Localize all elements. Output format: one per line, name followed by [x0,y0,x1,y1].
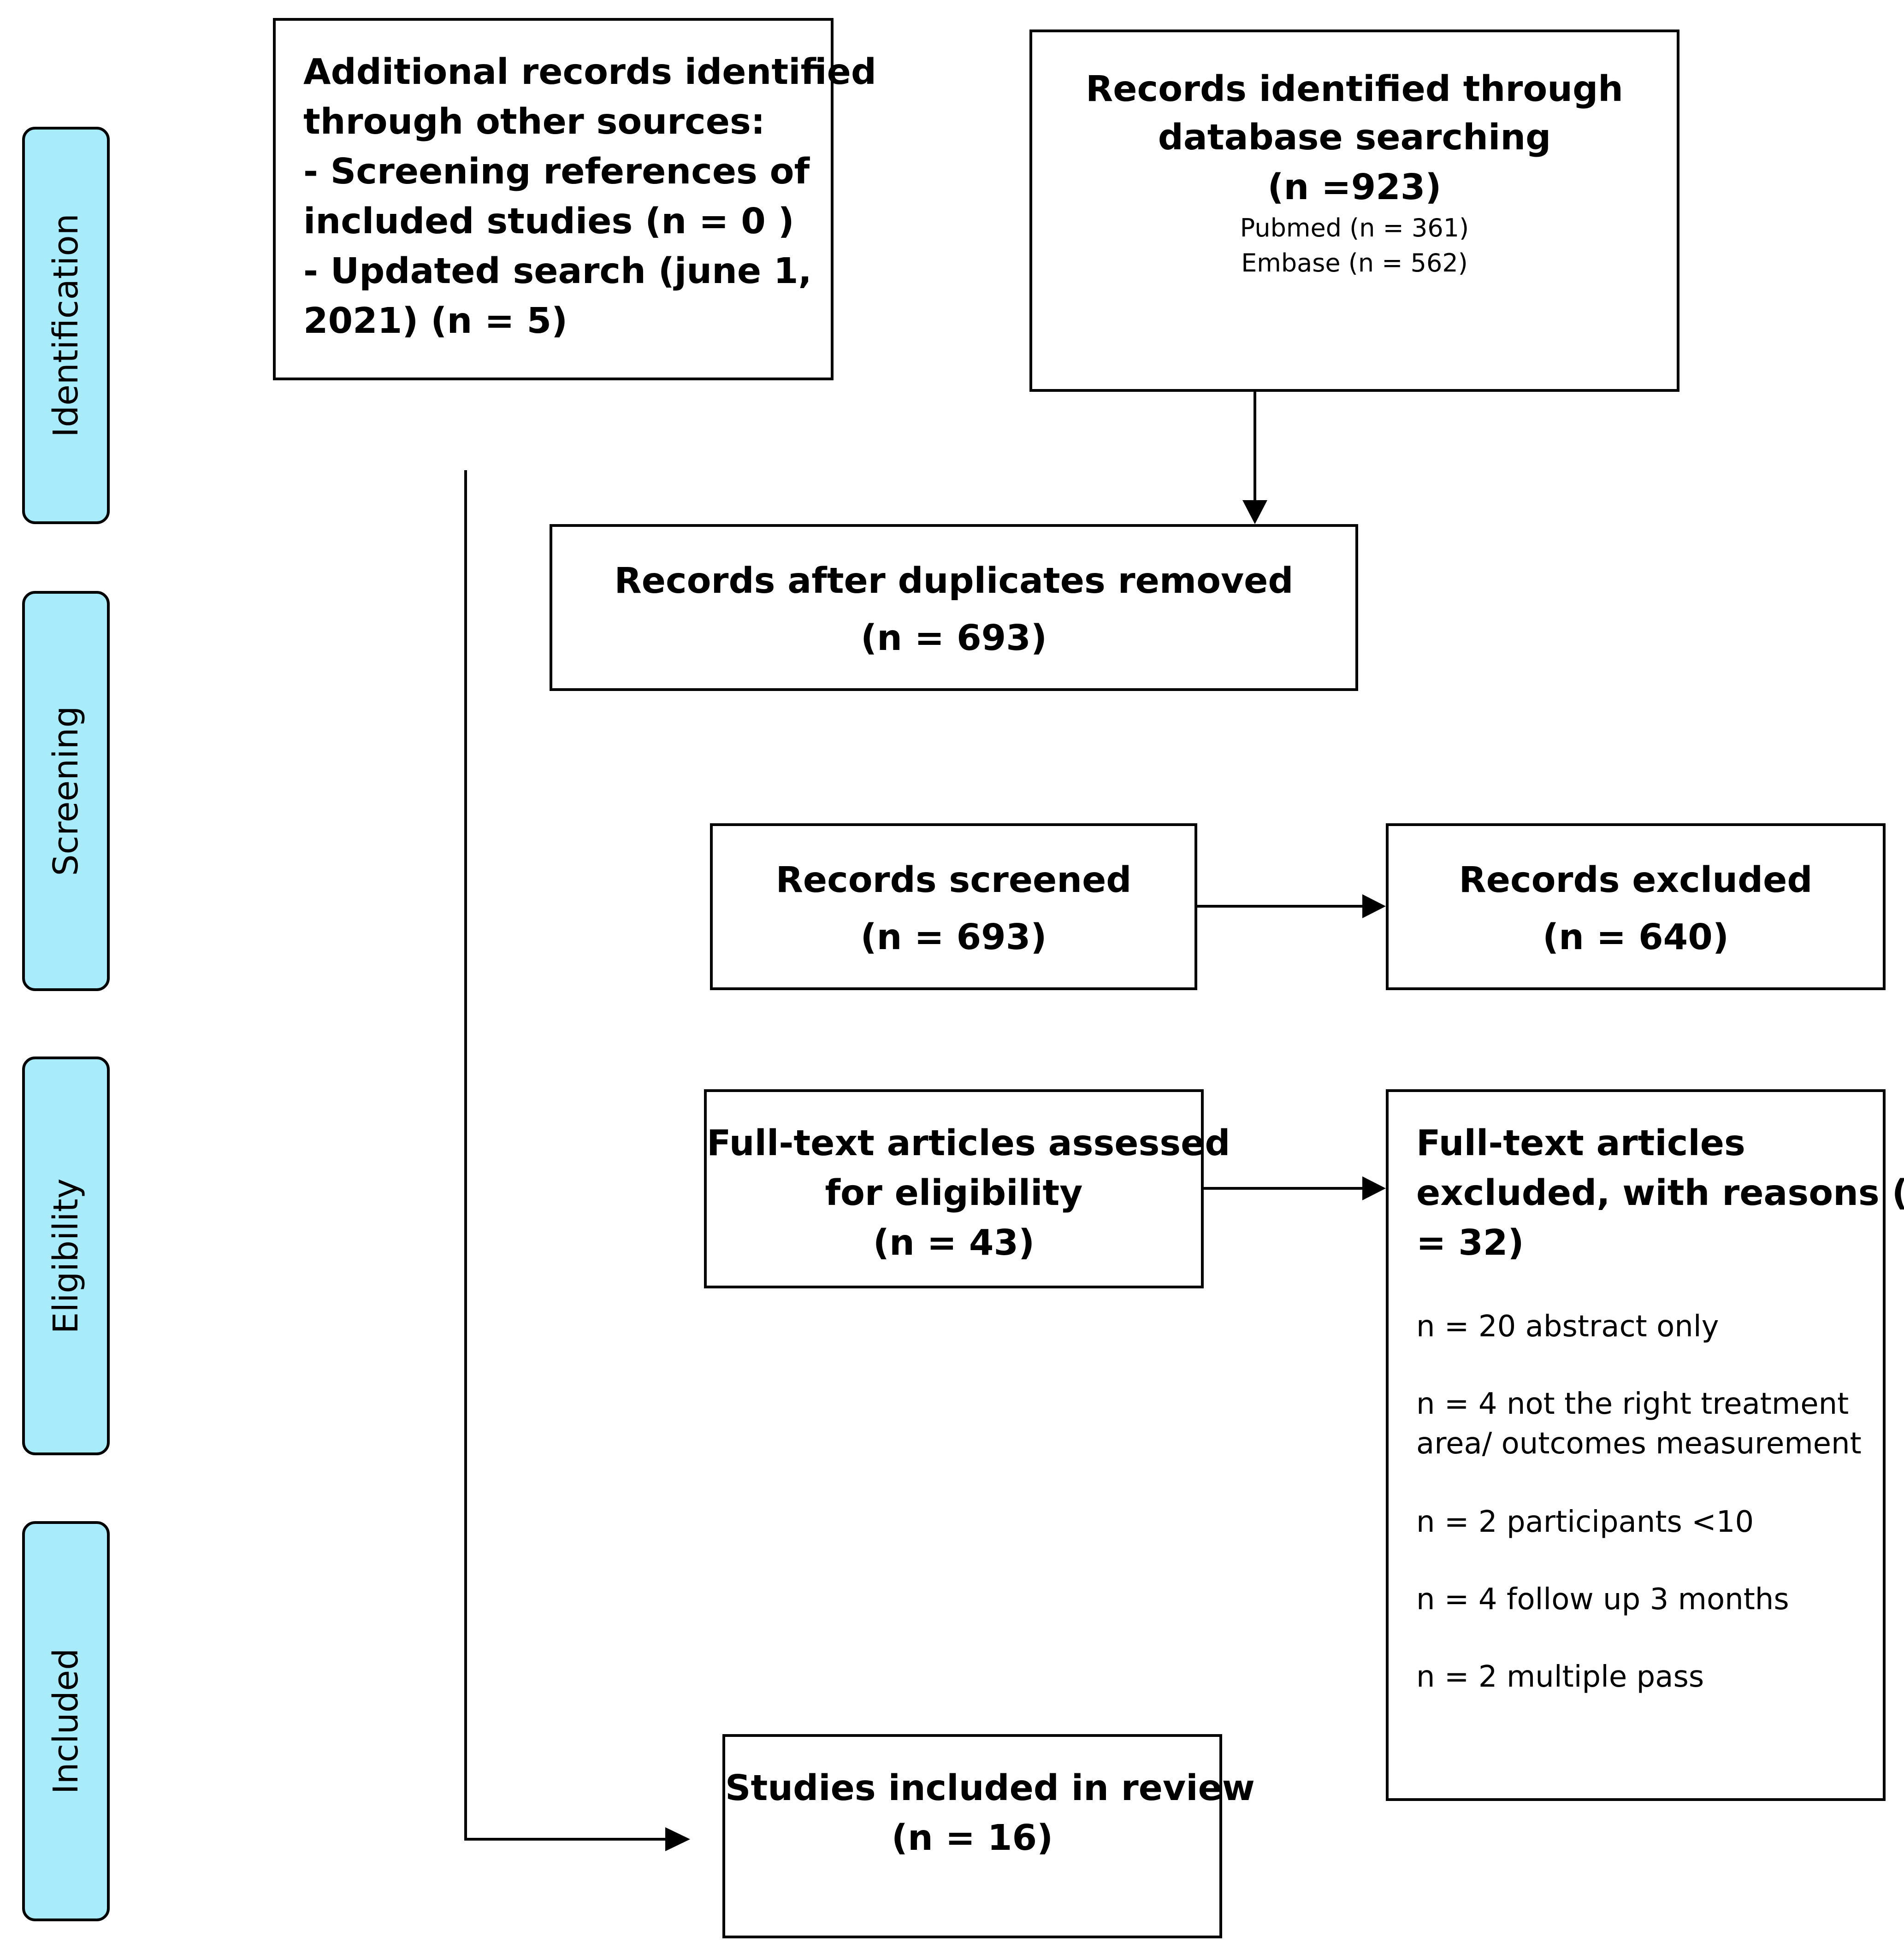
phase-eligibility: Eligibility [22,1057,110,1455]
reason-participants: n = 2 participants <10 [1416,1505,1754,1539]
reason-multiple-pass: n = 2 multiple pass [1416,1660,1704,1694]
box-records-screened: Records screened (n = 693) [710,823,1197,990]
database-count: (n =923) [1267,167,1442,208]
fulltext-excluded-title-line: Full-text articles [1416,1123,1745,1164]
phase-eligibility-label: Eligibility [46,1178,86,1334]
fulltext-title-line2: for eligibility [825,1173,1083,1214]
box-database-searching: Records identified through database sear… [1029,30,1679,392]
duplicates-title: Records after duplicates removed [614,561,1294,602]
additional-line: through other sources: [303,101,765,142]
additional-line: included studies (n = 0 ) [303,201,794,242]
database-title-line2: database searching [1158,117,1551,158]
fulltext-excluded-title-line: = 32) [1416,1222,1524,1263]
reason-wrong-treatment-area-cont: area/ outcomes measurement [1416,1427,1862,1461]
additional-line: - Updated search (june 1, [303,251,812,292]
arrowhead-duplicates [1242,500,1267,524]
reason-abstract-only: n = 20 abstract only [1416,1310,1719,1344]
arrowhead-fulltext-excluded [1362,1176,1386,1200]
box-fulltext-excluded: Full-text articles excluded, with reason… [1386,1089,1904,1801]
fulltext-excluded-title-line: excluded, with reasons (n [1416,1173,1904,1214]
excluded-title: Records excluded [1459,860,1813,901]
additional-line: 2021) (n = 5) [303,301,568,342]
arrowhead-included [665,1827,690,1851]
database-title-line1: Records identified through [1085,69,1624,110]
phase-identification-label: Identification [46,213,86,437]
phase-screening-label: Screening [46,706,86,876]
database-sub-embase: Embase (n = 562) [1241,248,1468,277]
screened-title: Records screened [775,860,1132,901]
included-count: (n = 16) [891,1818,1053,1859]
additional-line: Additional records identified [303,52,876,93]
box-studies-included: Studies included in review (n = 16) [722,1734,1255,1938]
phase-screening: Screening [22,591,110,991]
phase-included: Included [22,1521,110,1921]
duplicates-count: (n = 693) [860,618,1047,659]
fulltext-title-line1: Full-text articles assessed [707,1123,1230,1164]
reason-wrong-treatment-area: n = 4 not the right treatment [1416,1387,1849,1421]
phase-identification: Identification [22,127,110,524]
arrowhead-excluded [1362,894,1386,918]
additional-line: - Screening references of [303,151,810,192]
box-additional-records: Additional records identified through ot… [273,18,876,380]
screened-count: (n = 693) [860,917,1047,958]
reason-follow-up: n = 4 follow up 3 months [1416,1582,1789,1617]
database-sub-pubmed: Pubmed (n = 361) [1240,213,1469,242]
phase-included-label: Included [46,1648,86,1795]
fulltext-count: (n = 43) [873,1222,1035,1263]
included-title: Studies included in review [725,1768,1255,1809]
box-fulltext-assessed: Full-text articles assessed for eligibil… [704,1089,1230,1288]
excluded-count: (n = 640) [1542,917,1729,958]
box-records-excluded: Records excluded (n = 640) [1386,823,1886,990]
box-duplicates-removed: Records after duplicates removed (n = 69… [550,524,1358,691]
